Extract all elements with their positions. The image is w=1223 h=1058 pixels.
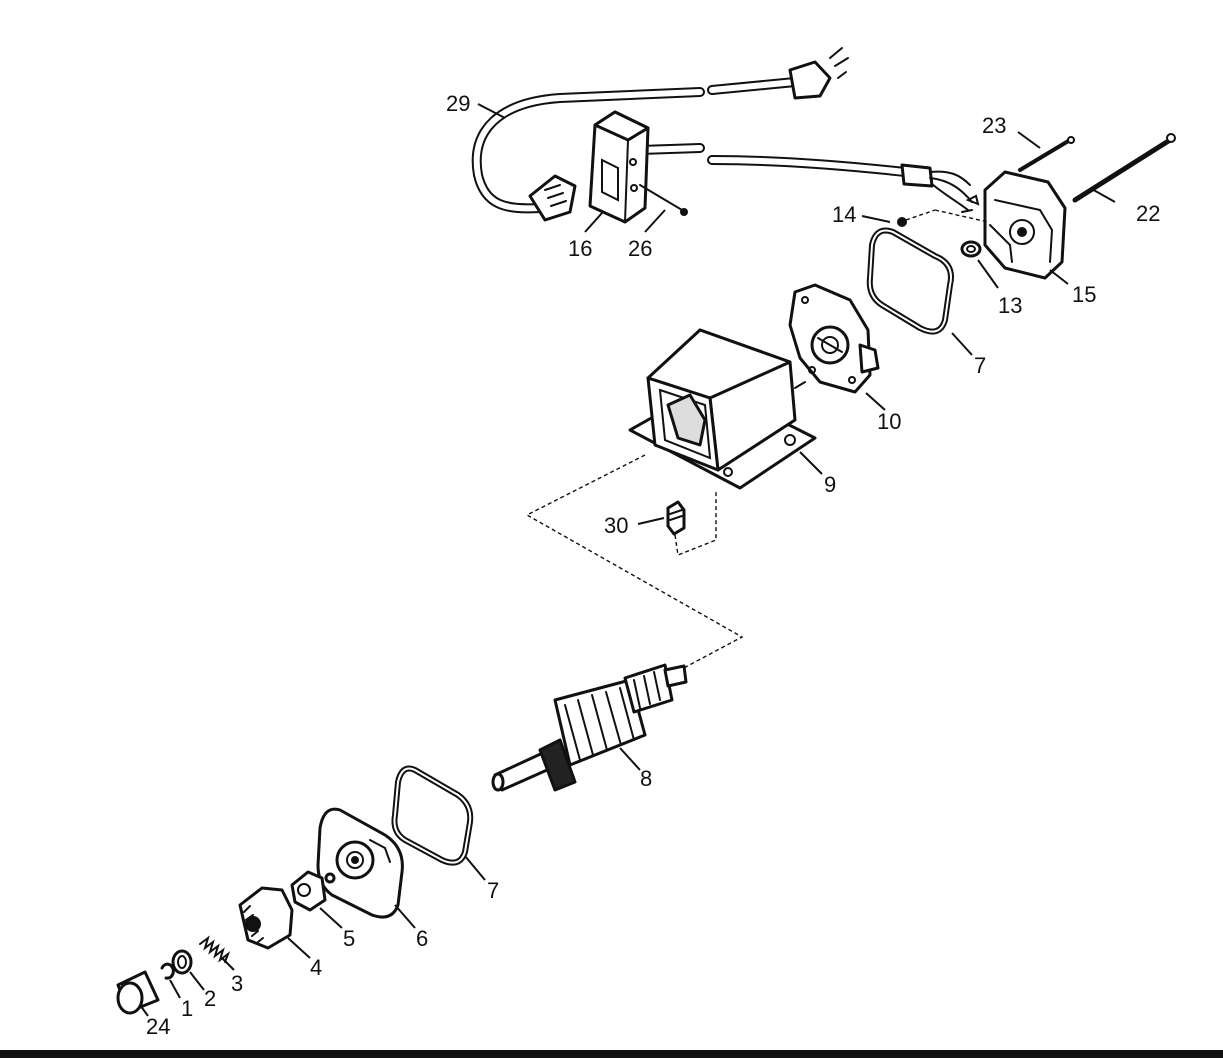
cord-connector-icon bbox=[528, 174, 577, 222]
label-6: 6 bbox=[416, 926, 428, 951]
label-14: 14 bbox=[832, 202, 856, 227]
part-labels: 29 16 26 23 22 14 13 15 7 10 9 30 8 7 6 … bbox=[146, 91, 1160, 1039]
label-15: 15 bbox=[1072, 282, 1096, 307]
switch-screw-part bbox=[639, 184, 688, 216]
label-13: 13 bbox=[998, 293, 1022, 318]
label-22: 22 bbox=[1136, 201, 1160, 226]
washer-part bbox=[960, 240, 982, 258]
leader-lines bbox=[139, 103, 1116, 1017]
drive-end-plate-part bbox=[316, 807, 404, 919]
brush-plate-part bbox=[788, 283, 880, 394]
bottom-caption-strip bbox=[0, 1050, 1223, 1058]
dust-cap-part bbox=[116, 970, 160, 1015]
bushing-part bbox=[290, 870, 336, 912]
label-10: 10 bbox=[877, 409, 901, 434]
label-24: 24 bbox=[146, 1014, 170, 1039]
label-23: 23 bbox=[982, 113, 1006, 138]
label-1: 1 bbox=[181, 996, 193, 1021]
label-8: 8 bbox=[640, 766, 652, 791]
collar-part bbox=[171, 949, 193, 975]
label-30: 30 bbox=[604, 513, 628, 538]
snap-ring-part bbox=[160, 962, 175, 980]
end-cap-part bbox=[961, 170, 1067, 280]
label-4: 4 bbox=[310, 955, 322, 980]
label-29: 29 bbox=[446, 91, 470, 116]
label-7-lower: 7 bbox=[487, 878, 499, 903]
label-3: 3 bbox=[231, 971, 243, 996]
armature-part bbox=[491, 663, 688, 792]
motor-housing-part bbox=[628, 328, 817, 490]
label-7-upper: 7 bbox=[974, 353, 986, 378]
through-bolt-22 bbox=[1072, 133, 1176, 203]
through-bolt-23 bbox=[1018, 136, 1075, 172]
label-16: 16 bbox=[568, 236, 592, 261]
gasket-upper-part bbox=[866, 227, 954, 335]
label-9: 9 bbox=[824, 472, 836, 497]
gasket-lower-part bbox=[391, 765, 474, 866]
switch-box-part bbox=[588, 110, 650, 224]
label-2: 2 bbox=[204, 986, 216, 1011]
label-5: 5 bbox=[343, 926, 355, 951]
plug-icon bbox=[788, 47, 849, 100]
terminal-screw-part bbox=[525, 454, 744, 671]
cap-screw-part bbox=[897, 209, 989, 227]
power-cord-assembly bbox=[471, 47, 973, 222]
drive-pinion-part bbox=[238, 886, 294, 950]
label-26: 26 bbox=[628, 236, 652, 261]
